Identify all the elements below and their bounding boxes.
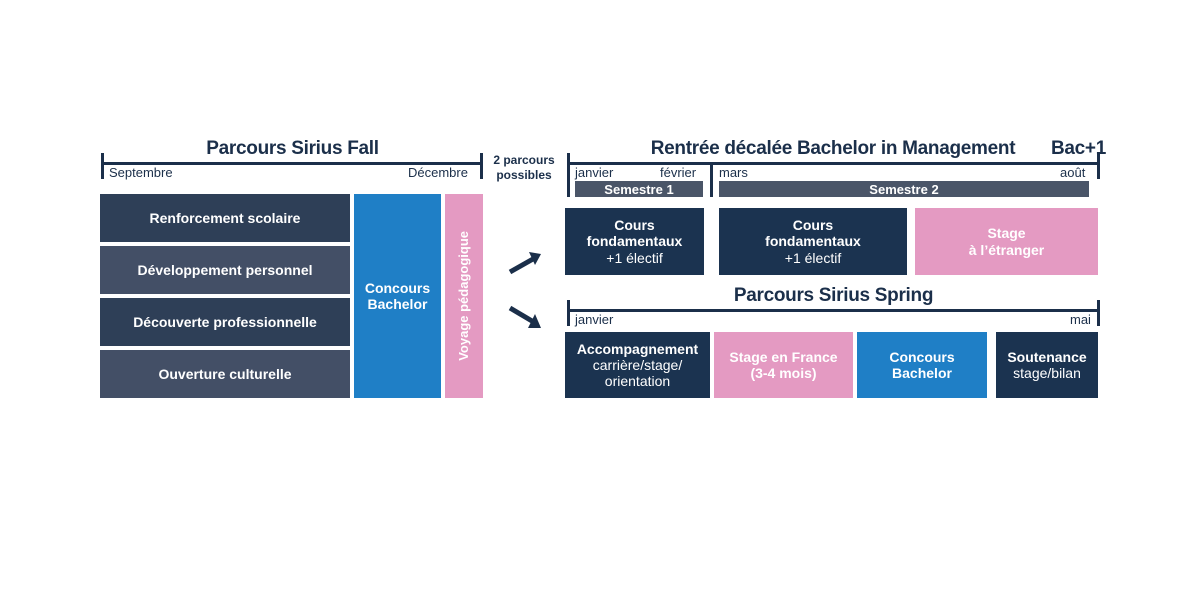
module-decouverte-professionnelle: Découverte professionnelle: [100, 298, 350, 346]
box-line2: Bachelor: [892, 365, 952, 381]
spring-accompagnement: Accompagnement carrière/stage/ orientati…: [565, 332, 710, 398]
fall-timeline: [101, 162, 483, 165]
sem1-start-month: janvier: [575, 165, 614, 180]
box-line2: (3-4 mois): [750, 365, 817, 381]
bachelor-cours-sem2: Cours fondamentaux +1 électif: [719, 208, 907, 275]
spring-timeline-start-tick: [567, 300, 570, 326]
box-line1: Soutenance: [1007, 348, 1087, 365]
spring-end-month: mai: [1070, 312, 1091, 327]
fall-concours-line2: Bachelor: [367, 296, 428, 312]
fall-timeline-start-tick: [101, 153, 104, 179]
box-line3: orientation: [604, 373, 671, 390]
bachelor-level: Bac+1: [1050, 138, 1106, 159]
fall-start-month: Septembre: [109, 165, 173, 180]
fall-voyage-pedagogique: Voyage pédagogique: [445, 194, 483, 398]
spring-soutenance: Soutenance stage/bilan: [996, 332, 1098, 398]
box-line1: Stage en France: [729, 348, 838, 365]
module-renforcement-scolaire: Renforcement scolaire: [100, 194, 350, 242]
spring-title: Parcours Sirius Spring: [733, 285, 934, 306]
bachelor-cours-sem1: Cours fondamentaux +1 électif: [565, 208, 704, 275]
box-line1: Stage: [987, 225, 1026, 242]
bachelor-timeline: [567, 162, 1100, 165]
bachelor-semester-divider: [710, 162, 713, 197]
box-line2: à l’étranger: [968, 241, 1045, 258]
semester-1-bar: Semestre 1: [575, 181, 703, 197]
two-paths-line1: 2 parcours: [493, 153, 555, 167]
arrow-down-right-icon: [508, 305, 541, 328]
sem2-end-month: août: [1060, 165, 1086, 180]
bachelor-timeline-start-tick: [567, 153, 570, 197]
arrow-up-right-icon: [508, 252, 541, 275]
spring-timeline-end-tick: [1097, 300, 1100, 326]
two-paths-line2: possibles: [496, 168, 552, 182]
bachelor-timeline-end-tick: [1097, 153, 1100, 179]
spring-concours-bachelor: Concours Bachelor: [857, 332, 987, 398]
fall-concours-bachelor: Concours Bachelor: [354, 194, 441, 398]
module-developpement-personnel: Développement personnel: [100, 246, 350, 294]
two-paths-label: 2 parcours possibles: [486, 153, 562, 183]
box-line1: Cours: [614, 217, 655, 234]
box-line2: carrière/stage/: [592, 356, 683, 373]
sem2-start-month: mars: [719, 165, 748, 180]
box-line2: fondamentaux: [765, 233, 861, 250]
box-line2: fondamentaux: [586, 233, 683, 250]
bachelor-title: Rentrée décalée Bachelor in Management: [650, 138, 1016, 159]
spring-start-month: janvier: [575, 312, 614, 327]
box-line1: Cours: [792, 217, 834, 234]
bachelor-stage-etranger: Stage à l’étranger: [915, 208, 1098, 275]
sem1-end-month: février: [660, 165, 697, 180]
box-line2: stage/bilan: [1013, 365, 1081, 381]
spring-timeline: [567, 309, 1100, 312]
box-line3: +1 électif: [606, 249, 663, 266]
fall-end-month: Décembre: [408, 165, 468, 180]
semester-2-bar: Semestre 2: [719, 181, 1089, 197]
fall-concours-line1: Concours: [364, 279, 431, 296]
module-ouverture-culturelle: Ouverture culturelle: [100, 350, 350, 398]
box-line1: Accompagnement: [576, 340, 699, 357]
fall-title: Parcours Sirius Fall: [206, 138, 379, 159]
spring-stage-france: Stage en France (3-4 mois): [714, 332, 853, 398]
fall-timeline-end-tick: [480, 153, 483, 179]
box-line1: Concours: [889, 348, 955, 365]
box-line3: +1 électif: [784, 249, 842, 266]
voyage-label: Voyage pédagogique: [455, 231, 471, 361]
